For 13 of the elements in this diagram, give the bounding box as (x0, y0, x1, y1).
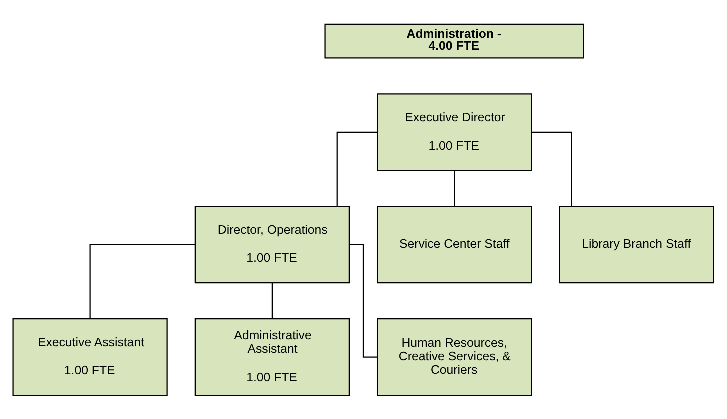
connector (336, 131, 378, 206)
node-box: Library Branch Staff (559, 206, 714, 284)
node-box: Executive Assistant 1.00 FTE (12, 318, 168, 396)
node-box: Administration - 4.00 FTE (324, 23, 584, 58)
node-box: Human Resources, Creative Services, & Couriers (377, 318, 532, 396)
connector (272, 282, 273, 318)
connector (532, 131, 572, 206)
connector (90, 244, 196, 318)
node-box: Executive Director 1.00 FTE (377, 93, 532, 171)
node-box: Administrative Assistant 1.00 FTE (194, 318, 350, 396)
node-box: Director, Operations 1.00 FTE (194, 206, 350, 284)
node-box: Service Center Staff (377, 206, 532, 284)
connector (454, 170, 456, 206)
